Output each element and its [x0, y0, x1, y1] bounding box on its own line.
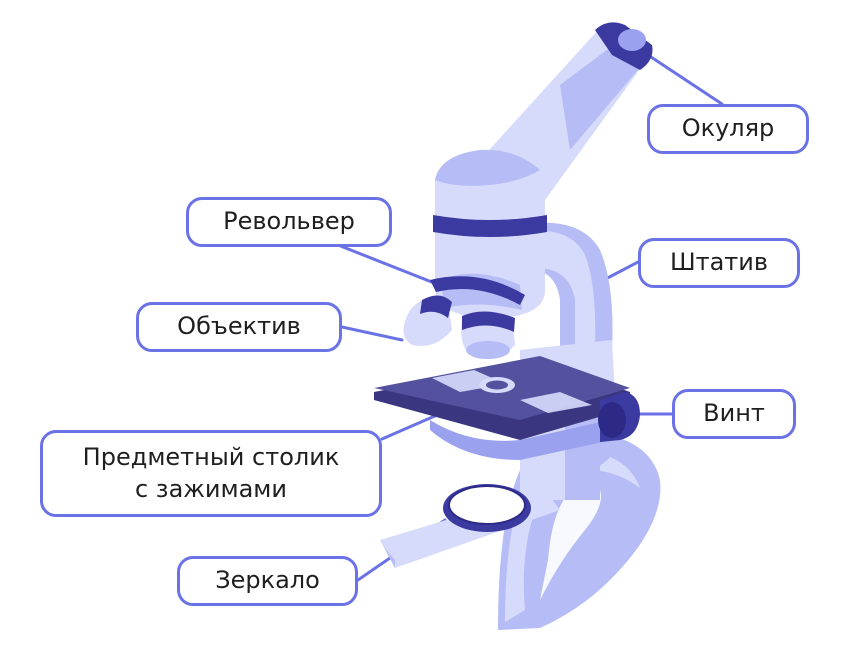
body-tube-shade [560, 40, 648, 150]
leader-objective [340, 325, 404, 342]
label-screw-text: Винт [703, 399, 765, 428]
revolver-ring [430, 276, 525, 305]
label-objective-text: Объектив [177, 312, 301, 341]
label-mirror: Зеркало [177, 556, 358, 606]
label-stage-line2: с зажимами [134, 474, 288, 503]
stage-underside [430, 420, 612, 460]
label-tripod-text: Штатив [669, 248, 769, 277]
label-objective: Объектив [136, 302, 342, 352]
mirror [443, 484, 531, 532]
label-stage: Предметный столик с зажимами [40, 430, 382, 517]
label-revolver-text: Револьвер [223, 207, 355, 236]
label-eyepiece: Окуляр [647, 104, 809, 154]
screw-knob [598, 392, 640, 442]
base-cutout [540, 484, 601, 600]
label-stage-line1: Предметный столик [82, 443, 340, 472]
label-mirror-text: Зеркало [215, 566, 320, 595]
label-revolver: Револьвер [186, 197, 392, 247]
head-band [433, 215, 547, 237]
microscope-head-top [435, 149, 540, 186]
label-screw: Винт [672, 389, 796, 439]
eyepiece [595, 22, 653, 71]
mirror-arm-shadow [380, 540, 395, 568]
label-eyepiece-text: Окуляр [681, 114, 775, 143]
objective-lenses [403, 295, 515, 359]
label-tripod: Штатив [638, 238, 800, 288]
leader-eyepiece [646, 53, 724, 106]
specimen-stage [374, 356, 630, 440]
